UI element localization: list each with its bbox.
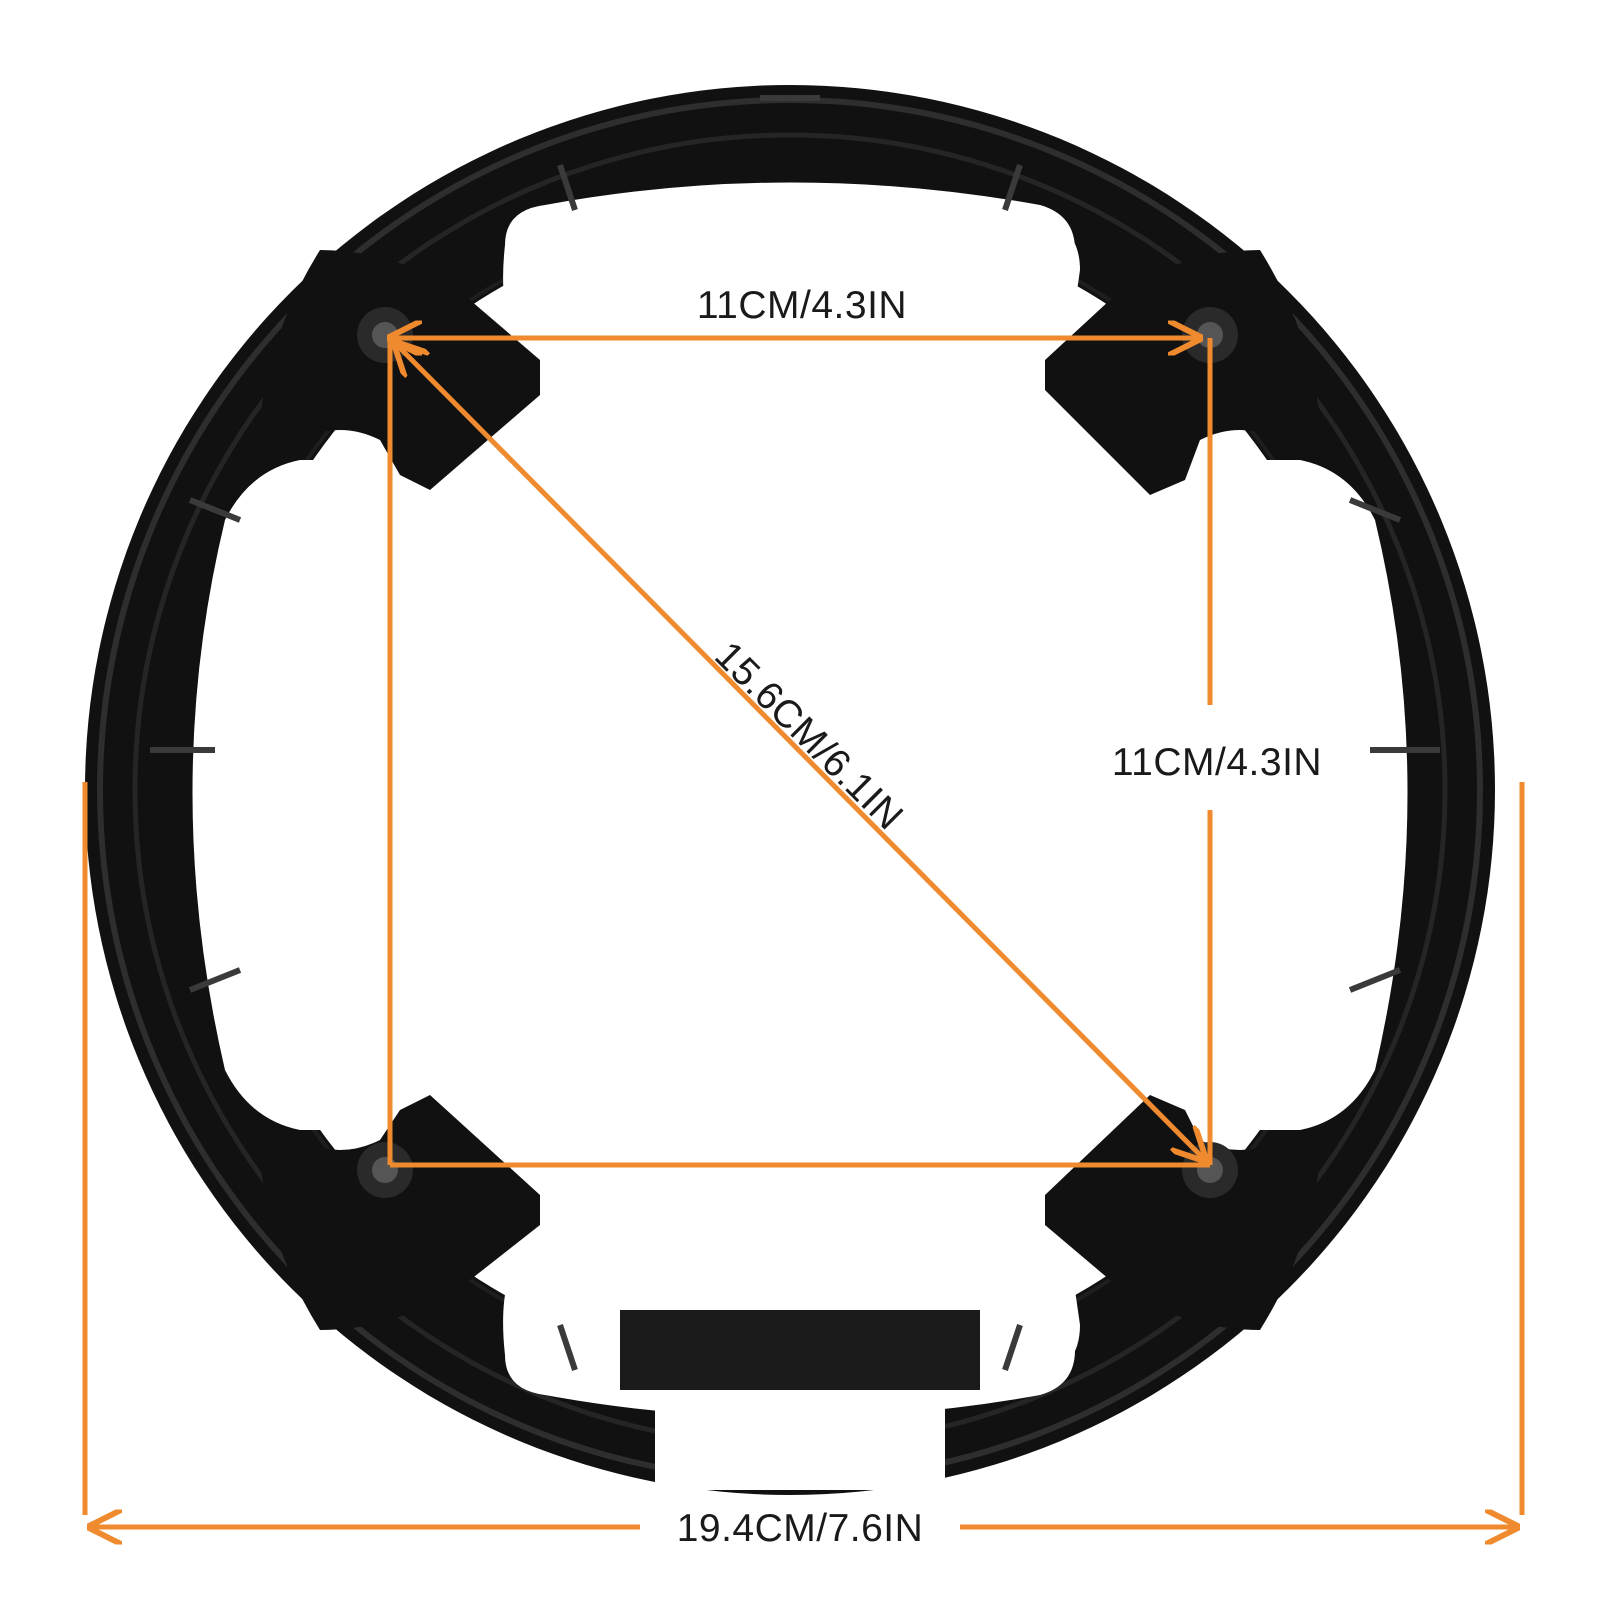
bolt-hole-bottom-left [357,1142,413,1198]
ring-ribs [150,95,1440,1371]
window-right [1190,465,1400,1120]
dim-top-label: 11CM/4.3IN [697,284,907,327]
dimension-lines [82,338,1525,1527]
dim-right-label: 11CM/4.3IN [1112,741,1322,784]
window-left [200,465,410,1120]
dim-bottom-label: 19.4CM/7.6IN [677,1507,924,1550]
chain-gap [620,1310,980,1460]
dim-diagonal-arrow [395,343,1205,1160]
